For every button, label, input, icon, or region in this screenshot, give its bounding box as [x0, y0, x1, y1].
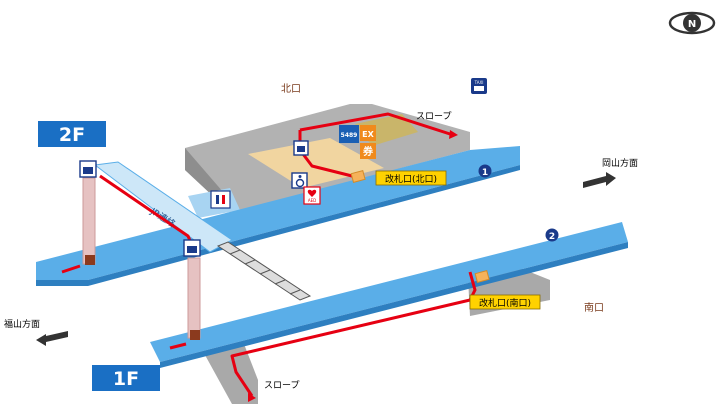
elevator-shafts	[82, 177, 201, 340]
platform-2-number: 2	[549, 232, 555, 242]
elevator-icon-east	[183, 239, 201, 257]
south-gate-icon	[474, 269, 490, 283]
restroom-icon	[210, 190, 231, 209]
platform-badges: 1 2	[478, 164, 559, 242]
elevator-car-east	[190, 330, 200, 340]
floor-2f-badge	[38, 121, 106, 147]
gate-markers	[350, 169, 490, 283]
ticket-office-icon: 券	[360, 143, 376, 159]
ticket-machine-icon: 5489	[339, 125, 359, 143]
floor-badges: 2F 1F	[38, 121, 160, 391]
north-gate-label-box	[375, 170, 447, 186]
svg-text:TAXI: TAXI	[474, 80, 484, 85]
north-gate-icon	[350, 169, 366, 183]
south-exit-label: 南口	[584, 301, 604, 314]
route-elev-west	[61, 264, 81, 274]
floor-2f-label: 2F	[59, 124, 85, 146]
elevator-shaft-west	[82, 177, 96, 265]
elevator-icon-west	[79, 160, 97, 178]
taxi-icon: TAXI	[471, 78, 487, 94]
compass: N	[668, 11, 716, 35]
platform-2-surface	[150, 222, 628, 362]
north-exit-label: 北口	[281, 83, 301, 95]
direction-arrows	[36, 172, 616, 346]
compass-letter: N	[688, 19, 696, 30]
route-elev-east	[169, 342, 187, 350]
facility-icons: TAXI 5489 EX 券 AED	[79, 78, 487, 257]
bridge-walkway	[93, 161, 233, 253]
route-north-ramp	[299, 112, 451, 136]
express-icon: EX	[360, 125, 376, 141]
floor-1f-label: 1F	[113, 368, 139, 390]
wheelchair-icon	[291, 172, 308, 189]
arrow-east	[583, 172, 616, 188]
floor-1f-badge	[92, 365, 160, 391]
north-gate-label: 改札口(北口)	[385, 173, 437, 185]
platform-1-number: 1	[482, 168, 488, 178]
route-north-gate	[298, 130, 361, 180]
north-concourse	[185, 104, 470, 218]
elevator-shaft-east	[187, 257, 201, 339]
south-gate-label: 改札口(南口)	[479, 297, 531, 309]
platform-2-edge	[160, 242, 628, 368]
ramp-arrow-north	[449, 130, 458, 139]
route-south	[230, 271, 477, 397]
north-ramp-label: スロープ	[416, 111, 451, 122]
ramp-arrow-south	[248, 393, 256, 402]
south-gate-label-box	[469, 294, 541, 310]
compass-center	[683, 14, 701, 32]
svg-text:券: 券	[362, 145, 374, 158]
svg-text:5489: 5489	[341, 132, 358, 139]
gate-labels: 改札口(北口) 改札口(南口)	[375, 170, 541, 310]
platform-2-badge	[545, 228, 559, 242]
south-ramp-label: スロープ	[264, 380, 299, 391]
platform-2	[150, 222, 628, 368]
svg-text:EX: EX	[362, 130, 374, 139]
arrow-west	[36, 331, 68, 346]
south-ramp-floor	[205, 344, 258, 404]
aed-icon: AED	[303, 186, 321, 205]
east-direction-label: 岡山方面	[602, 157, 638, 169]
elevator-icon-upper	[293, 140, 309, 156]
stairs	[216, 241, 312, 301]
platform-1-badge	[478, 164, 492, 178]
west-direction-label: 福山方面	[4, 318, 40, 330]
elevator-car-west	[85, 255, 95, 265]
stairs-west	[216, 241, 312, 301]
svg-text:AED: AED	[308, 198, 316, 203]
